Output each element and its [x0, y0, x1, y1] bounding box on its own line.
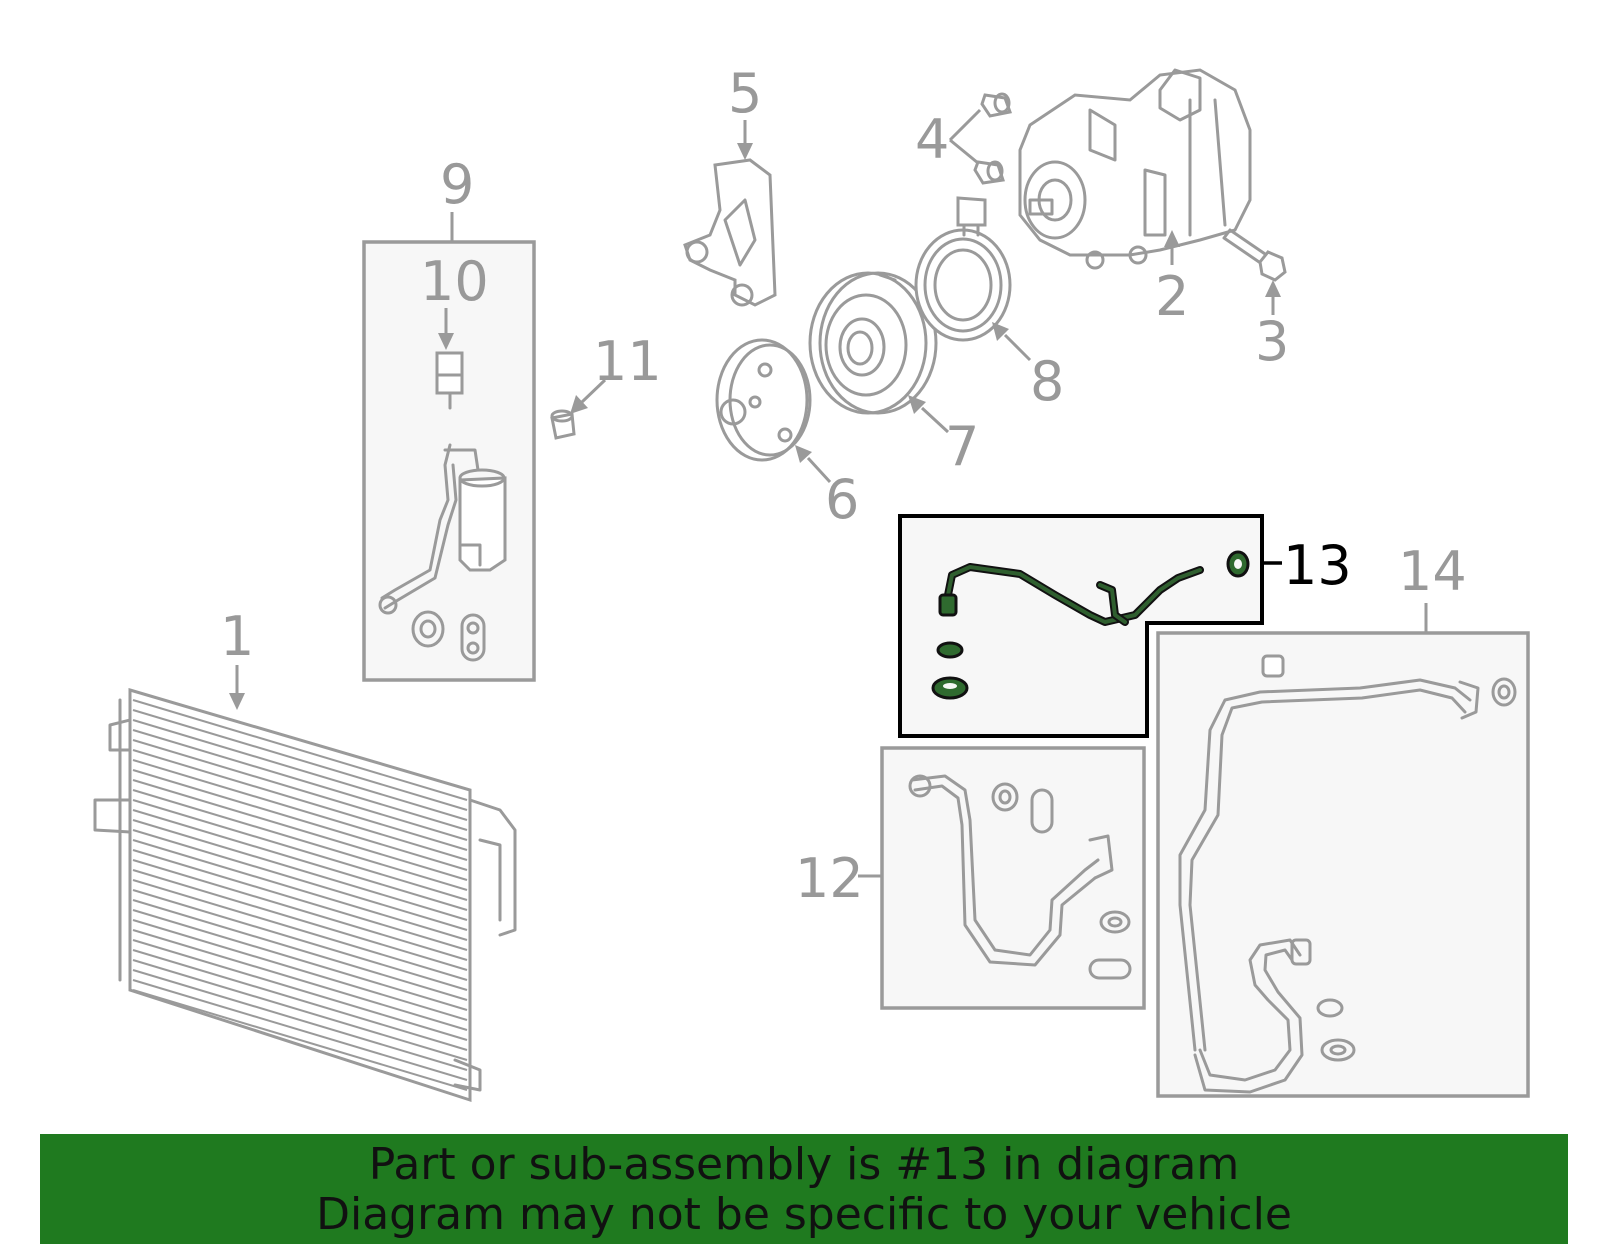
callout-4-arrow [948, 108, 982, 165]
callout-3: 3 [1255, 310, 1289, 373]
liquid-line-part[interactable] [908, 774, 1132, 980]
receiver-drier-part[interactable] [378, 443, 507, 662]
condenser-fin [132, 899, 468, 1001]
receiver-drier-box[interactable] [362, 240, 536, 682]
banner-line-2: Diagram may not be specific to your vehi… [316, 1189, 1292, 1240]
callout-5-arrow [737, 120, 753, 160]
callout-8: 8 [1030, 350, 1064, 413]
pulley-part[interactable] [808, 271, 938, 415]
condenser-part[interactable] [93, 687, 517, 1103]
pressure-switch-part[interactable] [435, 351, 464, 410]
condenser-fin [132, 909, 468, 1011]
callout-6-arrow [795, 445, 832, 484]
condenser-fin [132, 709, 468, 811]
condenser-fin [132, 819, 468, 921]
condenser-fin [132, 729, 468, 831]
suction-line-box[interactable] [1156, 631, 1530, 1098]
clutch-plate-part[interactable] [715, 338, 812, 462]
notice-banner: Part or sub-assembly is #13 in diagram D… [40, 1134, 1568, 1244]
callout-7-arrow [908, 395, 950, 434]
callout-8-arrow [992, 322, 1032, 362]
condenser-fin [132, 769, 468, 871]
callout-3-arrow [1265, 280, 1281, 315]
condenser-fin [132, 809, 468, 911]
callout-9: 9 [440, 153, 474, 216]
highlighted-line-part[interactable] [931, 550, 1250, 700]
condenser-fin [132, 849, 468, 951]
condenser-fin [132, 959, 468, 1061]
callout-14: 14 [1398, 540, 1467, 603]
condenser-fin [132, 759, 468, 861]
coil-part[interactable] [914, 196, 1012, 342]
suction-line-part[interactable] [1178, 654, 1517, 1094]
condenser-fin [132, 889, 468, 991]
condenser-fin [132, 749, 468, 851]
condenser-fin [132, 859, 468, 961]
callout-2: 2 [1155, 265, 1189, 328]
condenser-fin [132, 789, 468, 891]
condenser-fin [132, 979, 468, 1081]
condenser-fin [132, 799, 468, 901]
callout-10-arrow [438, 308, 454, 350]
caps-part[interactable] [973, 92, 1012, 185]
callout-2-arrow [1164, 230, 1180, 265]
condenser-fin [132, 879, 468, 981]
cap-part[interactable] [550, 409, 576, 440]
condenser-fin [132, 869, 468, 971]
condenser-fin [132, 989, 468, 1091]
callout-10: 10 [420, 250, 489, 313]
callout-5: 5 [728, 62, 762, 125]
condenser-fin [132, 839, 468, 941]
condenser-fin [132, 939, 468, 1041]
callout-11-arrow [570, 378, 607, 414]
callout-4: 4 [915, 108, 949, 171]
callout-12: 12 [795, 847, 864, 910]
bracket-part[interactable] [683, 158, 777, 307]
callout-6: 6 [825, 468, 859, 531]
condenser-fin [132, 919, 468, 1021]
condenser-fin [132, 929, 468, 1031]
callout-1: 1 [220, 605, 254, 668]
condenser-fin [132, 969, 468, 1071]
condenser-fin [132, 739, 468, 841]
condenser-fin [132, 829, 468, 931]
condenser-fin [132, 699, 468, 801]
callout-7: 7 [945, 415, 979, 478]
callout-1-arrow [229, 665, 245, 710]
callout-13: 13 [1283, 534, 1352, 597]
banner-line-1: Part or sub-assembly is #13 in diagram [368, 1139, 1240, 1190]
callout-11: 11 [593, 330, 662, 393]
condenser-fin [132, 949, 468, 1051]
condenser-fin [132, 779, 468, 881]
condenser-fin [132, 719, 468, 821]
compressor-part[interactable] [1018, 68, 1252, 270]
bolt-part[interactable] [1222, 228, 1287, 282]
